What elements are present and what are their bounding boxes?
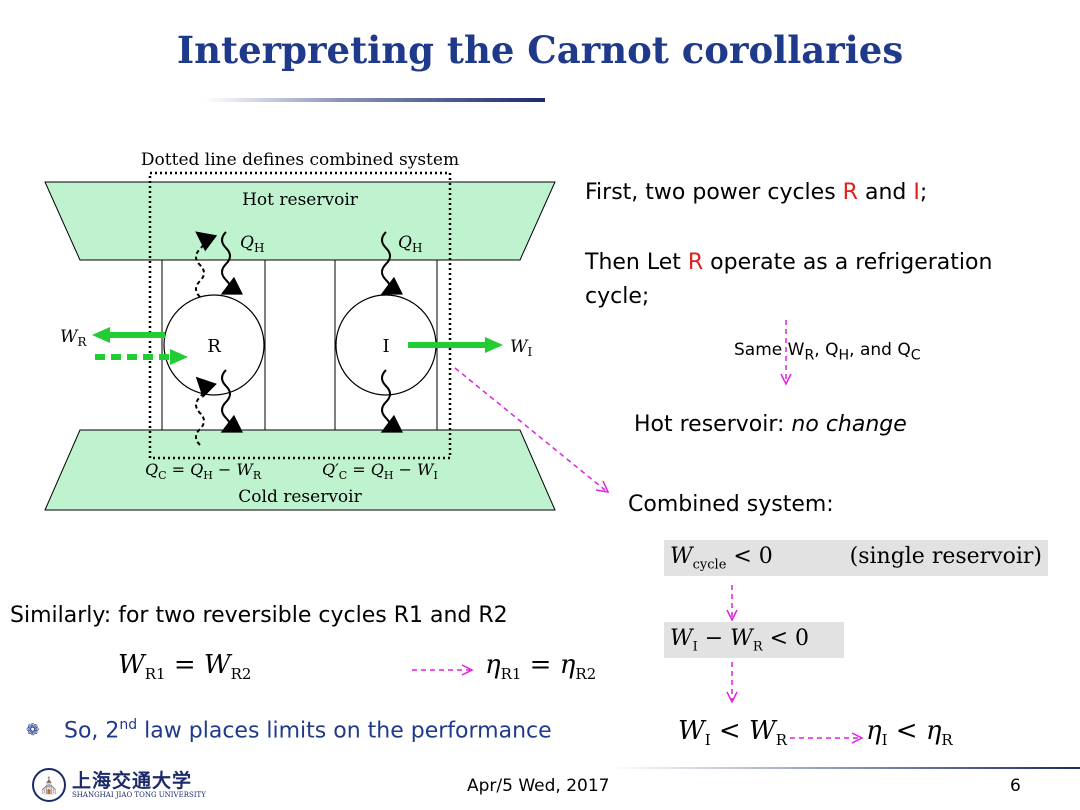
footer-rule [610,767,1080,769]
title-underline [205,98,545,102]
line-then: Then Let R operate as a refrigeration [585,250,993,275]
line-cycle: cycle; [585,284,650,309]
page-number: 6 [1010,776,1021,796]
cycle-i-label: I [382,336,389,357]
hot-no-change: Hot reservoir: no change [634,412,907,437]
university-seal-icon: ⛪ [32,768,66,802]
cycle-r-label: R [207,336,221,357]
qh-left-sub: H [254,241,264,255]
diagram-caption: Dotted line defines combined system [141,150,459,170]
bullet-statement: So, 2nd law places limits on the perform… [64,717,552,744]
wr-sub: R [77,335,87,349]
combined-system-boundary [148,171,452,460]
qh-right-label: Q [398,233,412,253]
university-name-en: SHANGHAI JIAO TONG UNIVERSITY [72,791,206,799]
same-line: Same WR, QH, and QC [734,340,921,364]
cold-reservoir-label: Cold reservoir [238,487,362,507]
inequality-box-1: Wcycle < 0 (single reservoir) [664,540,1048,577]
efficiency-inequality: ηI < ηR [866,716,953,750]
combined-system-label: Combined system: [628,492,834,517]
reversible-efficiency-equality: ηR1 = ηR2 [485,650,597,684]
line-first: First, two power cycles R and I; [585,180,928,205]
work-inequality: WI < WR [678,716,788,750]
wi-sub: I [527,345,532,359]
inequality-box-2: WI − WR < 0 [664,622,844,659]
hot-reservoir [44,181,556,261]
qc-equation: QC = QH − WR [145,460,262,482]
svg-text:WI: WI [510,337,532,359]
svg-text:QH: QH [240,233,264,255]
slide-title: Interpreting the Carnot corollaries [176,28,904,72]
svg-text:QH: QH [398,233,422,255]
qh-right-sub: H [412,241,422,255]
svg-text:WR: WR [60,327,87,349]
university-name-cn: 上海交通大学 [72,770,193,792]
similarly-line: Similarly: for two reversible cycles R1 … [10,603,508,628]
hot-reservoir-label: Hot reservoir [242,190,359,210]
cold-reservoir [44,429,556,511]
carnot-diagram: Dotted line defines combined system Hot … [44,150,556,511]
wi-label: W [510,337,529,357]
footer-date: Apr/5 Wed, 2017 [467,776,610,796]
wr-label: W [60,327,79,347]
qcp-equation: Q′C = QH − WI [322,460,438,482]
bullet-icon: ❁ [26,720,40,739]
reversible-work-equality: WR1 = WR2 [118,650,252,684]
qh-left-label: Q [240,233,254,253]
